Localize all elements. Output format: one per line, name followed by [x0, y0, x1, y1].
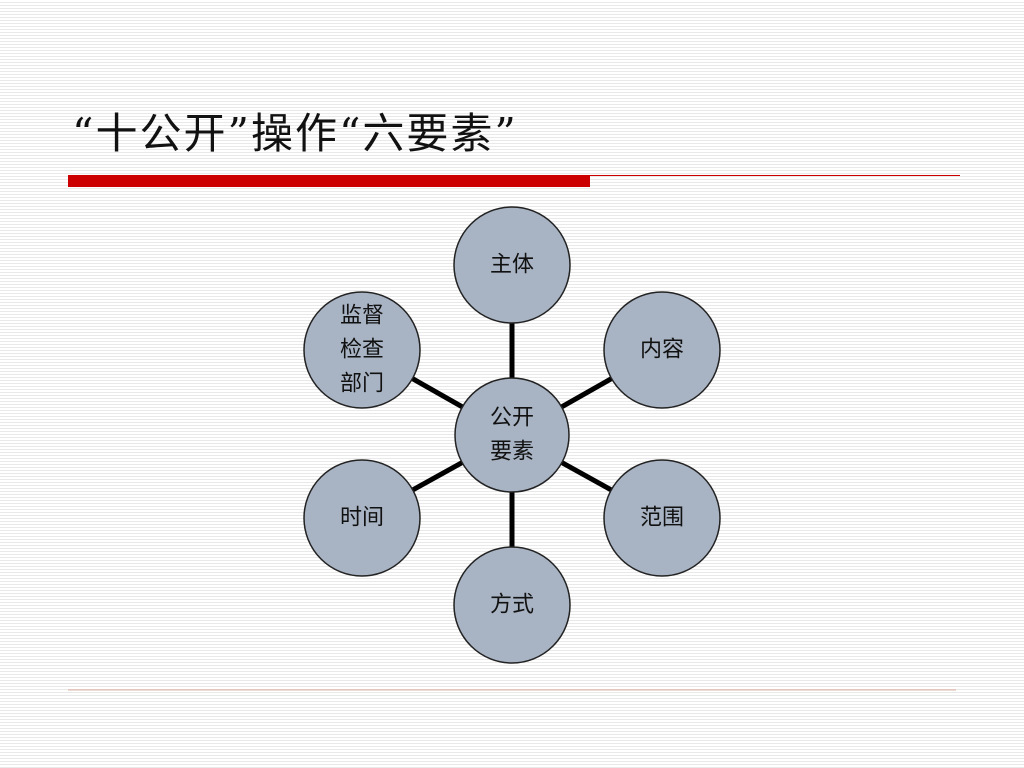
node-content-label: 内容: [640, 338, 684, 363]
title-underline-rule: [590, 175, 960, 176]
node-subject: 主体: [453, 206, 571, 324]
node-subject-label: 主体: [490, 253, 534, 278]
node-content: 内容: [603, 291, 721, 409]
node-supervision-label: 部门: [340, 372, 384, 397]
node-supervision-label: 检查: [340, 338, 384, 363]
footer-divider: [68, 689, 956, 691]
node-supervision-label: 监督: [340, 304, 384, 329]
node-method-circle: [453, 546, 571, 664]
node-scope-label: 范围: [640, 506, 684, 531]
slide-title: “十公开”操作“六要素”: [72, 109, 518, 158]
node-center-circle: [454, 377, 570, 493]
connectors: [411, 323, 613, 547]
node-center-label: 要素: [490, 440, 534, 465]
node-time-label: 时间: [340, 506, 384, 531]
node-supervision-circle: [303, 291, 421, 409]
node-method: 方式: [453, 546, 571, 664]
connector-supervision: [411, 376, 464, 410]
title-underline-bar: [68, 175, 590, 187]
node-time: 时间: [303, 459, 421, 577]
connector-time: [411, 460, 464, 493]
connector-content: [560, 376, 613, 410]
node-content-circle: [603, 291, 721, 409]
node-scope-circle: [603, 459, 721, 577]
node-center-label: 公开: [490, 406, 534, 431]
node-method-label: 方式: [490, 593, 534, 618]
node-time-circle: [303, 459, 421, 577]
connector-scope: [560, 460, 613, 493]
node-subject-circle: [453, 206, 571, 324]
node-scope: 范围: [603, 459, 721, 577]
